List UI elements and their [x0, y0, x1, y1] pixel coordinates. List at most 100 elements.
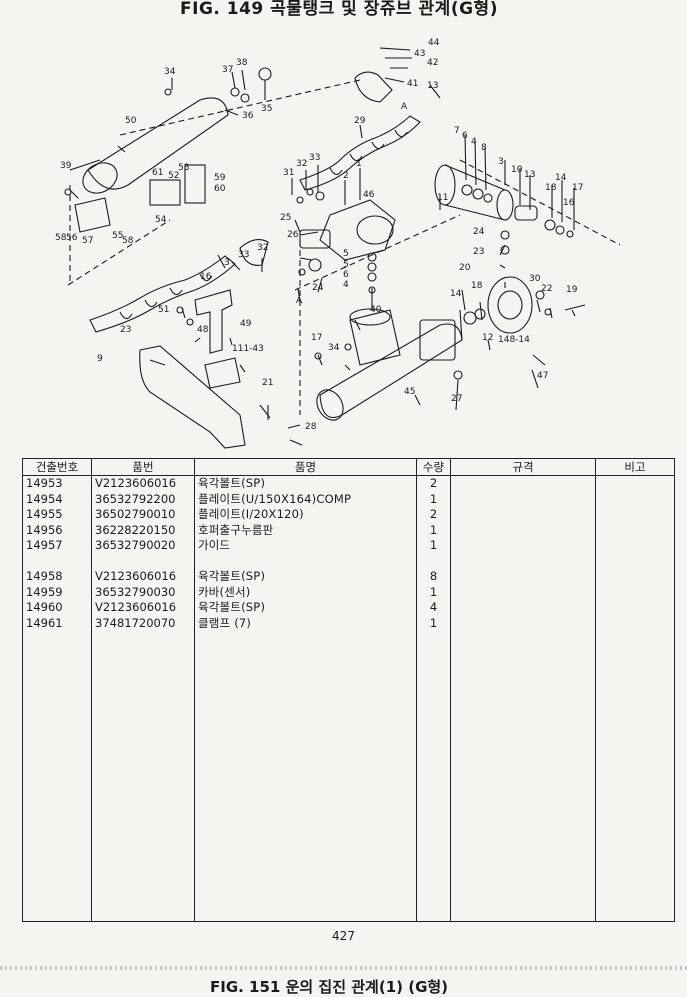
- callout: 14: [555, 173, 567, 183]
- callout: 47: [537, 371, 548, 381]
- callout: 19: [566, 285, 578, 295]
- table-row: 14953 V2123606016 육각볼트(SP) 2: [22, 475, 675, 492]
- callout: 24: [312, 283, 324, 293]
- callout: 6: [462, 131, 468, 141]
- callout: 20: [459, 263, 471, 273]
- cell-part-no: 36532790020: [91, 538, 195, 554]
- cell-part-no: 36532790030: [91, 584, 195, 600]
- callout: 111-43: [232, 344, 264, 354]
- cell-qty: 1: [416, 584, 451, 600]
- callout: 23: [473, 247, 484, 257]
- diagram-drawing: 44 43 42 41 A 13 34 37 38 36 35 50 29 7 …: [55, 38, 621, 449]
- callout: 53: [178, 163, 189, 173]
- callout: 16: [563, 198, 575, 208]
- cell-qty: 4: [416, 600, 451, 616]
- cell-no: 14955: [22, 507, 92, 523]
- cell-part-no: 36532792200: [91, 491, 195, 507]
- callout: 17: [572, 183, 583, 193]
- callout: 148-14: [498, 335, 530, 345]
- callout: 21: [262, 378, 273, 388]
- callout: 52: [168, 171, 179, 181]
- cell-qty: 1: [416, 615, 451, 631]
- callout: 24: [473, 227, 485, 237]
- cell-no: 14957: [22, 538, 92, 554]
- callout: 17: [311, 333, 322, 343]
- callout: 4: [471, 137, 477, 147]
- cell-qty: 8: [416, 569, 451, 585]
- callout: 29: [354, 116, 366, 126]
- diagram-callouts: 44 43 42 41 A 13 34 37 38 36 35 50 29 7 …: [55, 38, 583, 432]
- callout: 33: [238, 250, 249, 260]
- callout: 42: [427, 58, 438, 68]
- cell-no: 14954: [22, 491, 92, 507]
- table-row: 14961 37481720070 클램프 (7) 1: [22, 615, 675, 631]
- callout: A: [401, 102, 408, 112]
- callout: 3: [498, 157, 504, 167]
- cell-name: 가이드: [194, 538, 417, 554]
- col-header-name: 품명: [194, 458, 417, 476]
- cell-note: [595, 600, 675, 616]
- exploded-parts-diagram: 44 43 42 41 A 13 34 37 38 36 35 50 29 7 …: [0, 20, 687, 450]
- callout: 41: [407, 79, 418, 89]
- cell-note: [595, 475, 675, 492]
- cell-no: 14960: [22, 600, 92, 616]
- diagram-linework: [64, 47, 621, 449]
- cell-spec: [450, 475, 596, 492]
- cell-spec: [450, 615, 596, 631]
- callout: 26: [287, 230, 299, 240]
- cell-qty: 2: [416, 475, 451, 492]
- callout: 18: [545, 183, 557, 193]
- cell-no: 14959: [22, 584, 92, 600]
- table-row: 14959 36532790030 카바(센서) 1: [22, 584, 675, 600]
- cell-name: [194, 553, 417, 569]
- col-header-no: 건출번호: [22, 458, 92, 476]
- col-header-note: 비고: [595, 458, 675, 476]
- table-header-row: 건출번호 품번 품명 수량 규격 비고: [22, 458, 675, 476]
- callout: 57: [82, 236, 93, 246]
- callout: 58: [122, 236, 134, 246]
- callout: 32: [296, 159, 307, 169]
- callout: 31: [283, 168, 294, 178]
- callout: 45: [404, 387, 415, 397]
- parts-table: 건출번호 품번 품명 수량 규격 비고 14953 V2123606016 육각…: [22, 458, 675, 922]
- cell-spec: [450, 569, 596, 585]
- callout: 28: [305, 422, 317, 432]
- callout: 14: [450, 289, 462, 299]
- cell-no: 14961: [22, 615, 92, 631]
- callout: 49: [240, 319, 252, 329]
- callout: 16: [200, 272, 212, 282]
- callout: 23: [120, 325, 131, 335]
- cell-note: [595, 538, 675, 554]
- callout: 50: [125, 116, 137, 126]
- table-row: 14956 36228220150 호퍼출구누름판 1: [22, 522, 675, 538]
- cell-name: 플레이트(I/20X120): [194, 507, 417, 523]
- callout: 3: [224, 258, 230, 268]
- col-header-qty: 수량: [416, 458, 451, 476]
- cell-no: 14958: [22, 569, 92, 585]
- cell-qty: 1: [416, 522, 451, 538]
- cell-spec: [450, 538, 596, 554]
- cell-qty: [416, 553, 451, 569]
- callout: 1: [356, 159, 362, 169]
- table-row: 14958 V2123606016 육각볼트(SP) 8: [22, 569, 675, 585]
- callout: 44: [428, 38, 440, 48]
- cell-part-no: [91, 553, 195, 569]
- callout: A: [296, 296, 303, 306]
- page-number: 427: [332, 929, 355, 943]
- cell-spec: [450, 600, 596, 616]
- callout: 11: [437, 193, 448, 203]
- callout: 36: [242, 111, 254, 121]
- cell-note: [595, 615, 675, 631]
- callout: 4: [343, 280, 349, 290]
- col-header-part-no: 품번: [91, 458, 195, 476]
- cell-part-no: 37481720070: [91, 615, 195, 631]
- callout: 51: [158, 305, 169, 315]
- callout: 32: [257, 243, 268, 253]
- callout: 48: [197, 325, 209, 335]
- callout: 46: [363, 190, 375, 200]
- cell-qty: 1: [416, 538, 451, 554]
- cell-no: [22, 553, 92, 569]
- cell-spec: [450, 553, 596, 569]
- cell-name: 클램프 (7): [194, 615, 417, 631]
- callout: 9: [97, 354, 103, 364]
